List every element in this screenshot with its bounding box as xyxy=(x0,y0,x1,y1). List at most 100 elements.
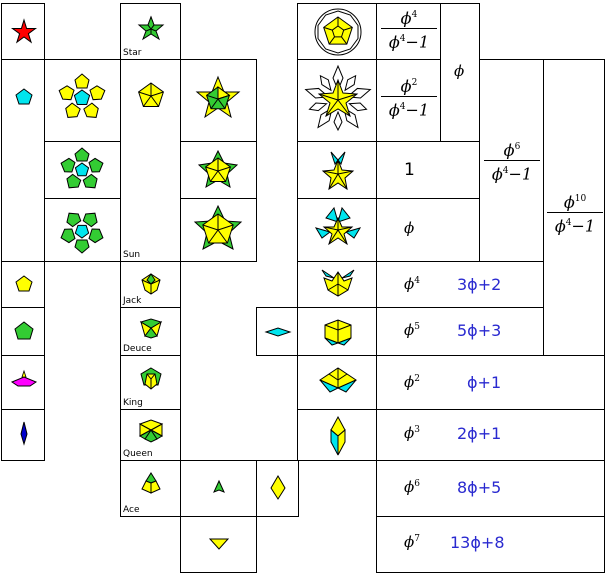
king-vertex-icon xyxy=(140,367,162,390)
green-flower-icon xyxy=(60,147,104,189)
ace-vertex-cell: Ace xyxy=(120,460,181,517)
ratio-cell-2: ϕ2 ϕ4−1 xyxy=(376,59,441,142)
pentagon-prototile-cell xyxy=(1,59,45,262)
jack-vertex-icon xyxy=(141,273,161,295)
flower-cell-3 xyxy=(44,198,122,262)
yellow-rhombus-star-icon xyxy=(321,151,355,191)
patch-phi2-cell xyxy=(297,355,377,410)
power-phi-2: ϕ2 xyxy=(404,373,420,391)
sun-vertex-cell: Sun xyxy=(120,59,181,262)
power-row-4: ϕ3 2ϕ+1 xyxy=(376,409,605,461)
patch-phi3-cell xyxy=(297,409,377,461)
small-triangle-icon xyxy=(208,538,230,550)
ratio-phi4-over-phi4-minus-1: ϕ4 ϕ4−1 xyxy=(381,6,437,52)
deflated-sun-cell-1 xyxy=(180,141,257,199)
ace-vertex-icon xyxy=(141,472,161,494)
yellow-pentagon-icon xyxy=(15,275,33,292)
green-pentagon-cell xyxy=(1,307,45,356)
cyan-pentagon-icon xyxy=(15,88,33,105)
patch-phi5-cell xyxy=(297,307,377,356)
ratio-cell-1: ϕ4 ϕ4−1 xyxy=(376,3,441,60)
jack-label: Jack xyxy=(123,296,142,306)
rhombus-patch-phi-cell xyxy=(297,198,377,262)
star-prototile-cell xyxy=(1,3,45,60)
ratio-cell-3: ϕ6 ϕ4−1 xyxy=(479,59,544,262)
deflated-star-cell xyxy=(180,59,257,142)
rhombus-patch-one-cell xyxy=(297,141,377,199)
value-phi-cell: ϕ xyxy=(376,198,480,262)
king-label: King xyxy=(123,398,143,408)
sun-label: Sun xyxy=(123,250,141,260)
power-phi-7: ϕ7 xyxy=(404,533,420,551)
ratio-phi-cell: ϕ xyxy=(440,3,480,142)
power-phi-6: ϕ6 xyxy=(404,478,420,496)
deuce-vertex-icon xyxy=(139,318,163,339)
green-star-vertex-icon xyxy=(137,15,165,41)
power-phi-4: ϕ4 xyxy=(404,275,420,293)
small-dart-icon xyxy=(213,479,225,493)
rhombus-star-patch-icon xyxy=(304,64,372,132)
patch-phi3-icon xyxy=(330,415,346,456)
yellow-flower-icon xyxy=(58,73,106,118)
deuce-vertex-cell: Deuce xyxy=(120,307,181,356)
flower-cell-2 xyxy=(44,141,122,199)
ratio-phi10-over-phi4-minus-1: ϕ10 ϕ4−1 xyxy=(547,190,603,236)
rhombus-star-cell xyxy=(297,59,377,142)
sun-vertex-icon xyxy=(138,82,164,107)
yellow-pentagon-cell xyxy=(1,261,45,308)
decagon-patch-cell xyxy=(297,3,377,60)
ratio-phi-value: ϕ xyxy=(454,62,465,80)
magenta-boat-icon xyxy=(10,369,38,387)
power-row-1: ϕ4 3ϕ+2 xyxy=(376,261,544,308)
cyan-yellow-star-icon xyxy=(314,206,362,246)
white-decagon-patch-icon xyxy=(314,8,362,56)
deflated-sun-cell-2 xyxy=(180,198,257,262)
power-row-6: ϕ7 13ϕ+8 xyxy=(376,516,605,573)
linear-2phi-plus-1: 2ϕ+1 xyxy=(457,424,502,443)
red-star-icon xyxy=(10,18,38,44)
deflated-sun-icon xyxy=(197,149,239,189)
linear-13phi-plus-8: 13ϕ+8 xyxy=(450,533,505,552)
linear-8phi-plus-5: 8ϕ+5 xyxy=(457,478,502,497)
deflated-star-icon xyxy=(195,75,241,119)
patch-phi5-icon xyxy=(324,319,352,346)
power-row-5: ϕ6 8ϕ+5 xyxy=(376,460,605,517)
ratio-cell-4: ϕ10 ϕ4−1 xyxy=(543,59,605,356)
power-row-2: ϕ5 5ϕ+3 xyxy=(376,307,544,356)
jack-vertex-cell: Jack xyxy=(120,261,181,308)
patch-phi4-icon xyxy=(321,269,355,297)
linear-3phi-plus-2: 3ϕ+2 xyxy=(457,275,502,294)
deflated-sun-large-icon xyxy=(193,204,243,250)
flower-cell-1 xyxy=(44,59,122,142)
power-row-3: ϕ2 ϕ+1 xyxy=(376,355,605,410)
deuce-label: Deuce xyxy=(123,344,152,354)
magenta-boat-cell xyxy=(1,355,45,410)
queen-vertex-cell: Queen xyxy=(120,409,181,461)
power-phi-3: ϕ3 xyxy=(404,424,420,442)
value-one-cell: 1 xyxy=(376,141,480,199)
green-pentagon-icon xyxy=(14,321,34,340)
linear-5phi-plus-3: 5ϕ+3 xyxy=(457,321,502,340)
ratio-phi2-over-phi4-minus-1: ϕ2 ϕ4−1 xyxy=(381,74,437,120)
star-label: Star xyxy=(123,48,142,58)
small-dart-cell xyxy=(180,460,257,517)
patch-phi2-icon xyxy=(318,367,358,393)
star-vertex-cell: Star xyxy=(120,3,181,60)
blue-rhombus-cell xyxy=(1,409,45,461)
ace-label: Ace xyxy=(123,505,140,515)
patch-phi4-cell xyxy=(297,261,377,308)
queen-vertex-icon xyxy=(138,419,164,443)
blue-thin-rhombus-icon xyxy=(20,421,28,446)
small-rhombus-icon xyxy=(270,475,286,500)
value-phi: ϕ xyxy=(404,219,415,237)
ratio-phi6-over-phi4-minus-1: ϕ6 ϕ4−1 xyxy=(484,138,540,184)
small-kite-cell xyxy=(256,460,299,517)
power-phi-5: ϕ5 xyxy=(404,321,420,339)
value-one: 1 xyxy=(404,160,415,180)
linear-phi-plus-1: ϕ+1 xyxy=(467,373,502,392)
queen-label: Queen xyxy=(123,449,153,459)
green-flower-alt-icon xyxy=(60,212,104,254)
king-vertex-cell: King xyxy=(120,355,181,410)
small-triangle-cell xyxy=(180,516,257,573)
cyan-rhombus-cell xyxy=(256,307,299,356)
